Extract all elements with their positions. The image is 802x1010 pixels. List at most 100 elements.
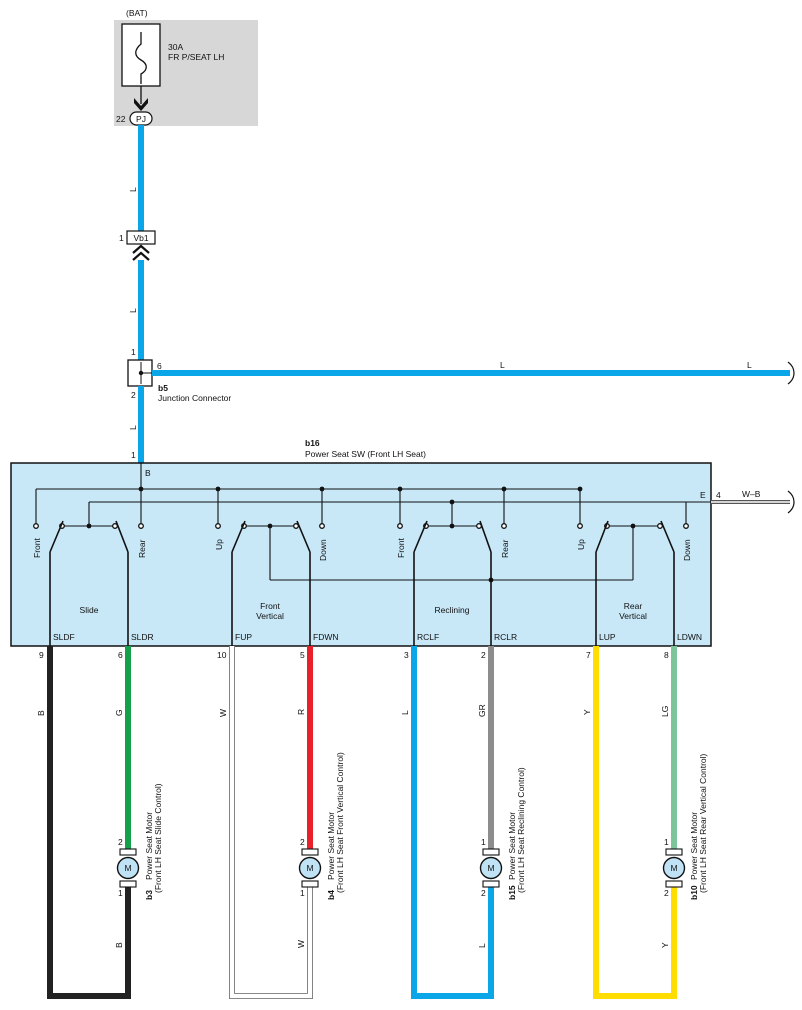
- group-label-fv-1: Front: [260, 601, 280, 611]
- wire-b-slide-loop: [47, 646, 131, 999]
- dir-rcl-front: Front: [396, 538, 406, 558]
- motor-b4-code: b4: [326, 890, 336, 900]
- wire-label-l-1: L: [128, 187, 138, 192]
- dir-fv-down: Down: [318, 539, 328, 561]
- vb1-pin: 1: [119, 233, 124, 243]
- dir-slide-front: Front: [32, 538, 42, 558]
- switch-pin-in: 1: [131, 450, 136, 460]
- term-rclf: RCLF: [417, 632, 439, 642]
- dir-fv-up: Up: [214, 539, 224, 550]
- motor-b15-code: b15: [507, 885, 517, 900]
- motor-b10: M: [662, 848, 686, 888]
- motor-b3-name: Power Seat Motor: [144, 812, 154, 880]
- motor-b10-name: Power Seat Motor: [689, 812, 699, 880]
- motor-icon: [479, 856, 503, 880]
- junction-name: Junction Connector: [158, 393, 231, 403]
- dir-rv-up: Up: [576, 539, 586, 550]
- group-label-rv-2: Vertical: [619, 611, 647, 621]
- fuse-icon: [135, 32, 147, 84]
- wire-label-lup: Y: [582, 709, 592, 715]
- wire-label-right-1: L: [500, 360, 505, 370]
- pin-fdwn: 5: [300, 650, 305, 660]
- vb1-connector: [126, 230, 156, 245]
- group-label-reclining: Reclining: [435, 605, 470, 615]
- vb1-arrow-icon: [132, 244, 150, 261]
- switch-code: b16: [305, 438, 320, 448]
- pin-sldf: 9: [39, 650, 44, 660]
- wire-label-rclr: GR: [477, 704, 487, 717]
- junction-pin-top: 1: [131, 347, 136, 357]
- motor-b10-pin-top: 1: [664, 837, 669, 847]
- wire-label-l-2: L: [128, 308, 138, 313]
- motor-b10-desc: (Front LH Seat Rear Vertical Control): [698, 753, 708, 893]
- wire-label-l-3: L: [128, 425, 138, 430]
- switch-levers: [49, 520, 675, 646]
- motor-b10-pin-bottom: 2: [664, 888, 669, 898]
- dir-rcl-rear: Rear: [500, 539, 510, 558]
- pin-ldwn: 8: [664, 650, 669, 660]
- switch-junction-dots: [86, 486, 636, 583]
- term-sldf: SLDF: [53, 632, 75, 642]
- motor-b4: M: [298, 848, 322, 888]
- junction-pin-right: 6: [157, 361, 162, 371]
- motor-symbol: M: [124, 863, 131, 873]
- wire-label-sldr: G: [114, 709, 124, 716]
- junction-code: b5: [158, 383, 168, 393]
- motor-b4-desc: (Front LH Seat Front Vertical Control): [335, 752, 345, 893]
- group-label-slide: Slide: [80, 605, 99, 615]
- pin-rclf: 3: [404, 650, 409, 660]
- motor-symbol: M: [670, 863, 677, 873]
- term-ldwn: LDWN: [677, 632, 702, 642]
- term-fup: FUP: [235, 632, 252, 642]
- fuse-amps: 30A: [168, 42, 183, 52]
- wire-l-rcl-loop: [411, 646, 494, 999]
- term-fdwn: FDWN: [313, 632, 339, 642]
- pj-pin: 22: [116, 114, 126, 124]
- motor-b3-pin-bottom: 1: [118, 888, 123, 898]
- motor-symbol: M: [487, 863, 494, 873]
- motor-b15: M: [479, 848, 503, 888]
- motor-symbol: M: [306, 863, 313, 873]
- motor-b4-name: Power Seat Motor: [326, 812, 336, 880]
- motor-b4-pin-bottom: 1: [300, 888, 305, 898]
- wire-label-fdwn: R: [296, 709, 306, 715]
- return-wire-label-b4: W: [296, 940, 306, 948]
- connector-arrow-icon: [134, 98, 148, 111]
- wire-label-ldwn: LG: [660, 706, 670, 717]
- group-label-rv-1: Rear: [624, 601, 643, 611]
- term-sldr: SLDR: [131, 632, 154, 642]
- motor-icon: [116, 856, 140, 880]
- ground-continuation-mark: [787, 490, 795, 514]
- dir-slide-rear: Rear: [137, 539, 147, 558]
- motor-b3: M: [116, 848, 140, 888]
- switch-term-b: B: [145, 468, 151, 478]
- motor-b15-desc: (Front LH Seat Reclining Control): [516, 767, 526, 893]
- pj-connector-label: PJ: [136, 114, 146, 124]
- switch-term-e: E: [700, 490, 706, 500]
- wire-label-sldf: B: [36, 710, 46, 716]
- motor-icon: [298, 856, 322, 880]
- term-lup: LUP: [599, 632, 616, 642]
- pin-lup: 7: [586, 650, 591, 660]
- wire-y-rv-loop: [593, 646, 677, 999]
- pin-sldr: 6: [118, 650, 123, 660]
- return-wire-label-b3: B: [114, 942, 124, 948]
- return-wire-label-b15: L: [477, 943, 487, 948]
- power-seat-switch-box: [10, 462, 712, 647]
- ground-pin: 4: [716, 490, 721, 500]
- wire-label-rclf: L: [400, 710, 410, 715]
- wire-label-fup: W: [218, 709, 228, 717]
- wire-continuation-mark: [787, 361, 795, 385]
- motor-b3-desc: (Front LH Seat Slide Control): [153, 783, 163, 893]
- motor-b3-code: b3: [144, 890, 154, 900]
- group-label-fv-2: Vertical: [256, 611, 284, 621]
- motor-b4-pin-top: 2: [300, 837, 305, 847]
- switch-bus-lines: [35, 463, 711, 581]
- junction-pin-bottom: 2: [131, 390, 136, 400]
- motor-b15-name: Power Seat Motor: [507, 812, 517, 880]
- motor-b15-pin-top: 1: [481, 837, 486, 847]
- dir-rv-down: Down: [682, 539, 692, 561]
- wire-label-right-2: L: [747, 360, 752, 370]
- pin-rclr: 2: [481, 650, 486, 660]
